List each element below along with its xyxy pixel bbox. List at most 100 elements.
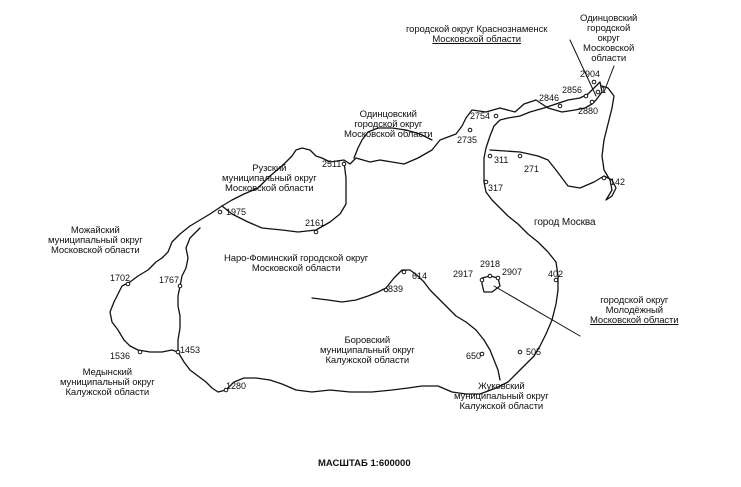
- region-label-ruza: Рузский муниципальный округ Московской о…: [222, 164, 317, 194]
- point-label-1: 1: [601, 85, 607, 95]
- point-label-142: 142: [610, 177, 626, 187]
- point-label-2754: 2754: [470, 111, 491, 121]
- region-line: муниципальный округ: [222, 173, 317, 184]
- point-label-2907: 2907: [502, 267, 523, 277]
- leader-molodezhny: [493, 285, 581, 337]
- point-label-2918: 2918: [480, 259, 501, 269]
- point-label-317: 317: [488, 183, 504, 193]
- boundary-point-1280: [223, 387, 229, 393]
- point-label-1536: 1536: [110, 351, 131, 361]
- boundary-point-2754: [493, 113, 499, 119]
- region-label-molodezhny: городской округ Молодёжный Московской об…: [590, 296, 679, 326]
- region-line: муниципальный округ: [60, 377, 155, 388]
- region-label-zhukov: Жуковский муниципальный округ Калужской …: [454, 382, 549, 412]
- region-label-moscow: город Москва: [534, 217, 596, 228]
- boundary-point-614: [401, 269, 407, 275]
- point-label-650: 650: [466, 351, 482, 361]
- point-label-1702: 1702: [110, 273, 131, 283]
- region-line: округ: [597, 33, 620, 44]
- region-line: городской округ: [354, 119, 423, 130]
- leader-odintsovo-ne: [603, 65, 615, 93]
- region-line: город Москва: [534, 217, 596, 228]
- boundary-point-2917: [479, 277, 485, 283]
- region-line: Молодёжный: [605, 305, 663, 316]
- point-label-402: 402: [548, 269, 564, 279]
- boundary-mozhaysk: [179, 227, 201, 287]
- region-line: Рузский: [252, 163, 287, 174]
- region-line: Московской области: [225, 183, 314, 194]
- outer-boundary: [109, 81, 603, 395]
- point-label-505: 505: [526, 347, 542, 357]
- boundary-point-2735: [467, 127, 473, 133]
- boundary-point-142: [601, 175, 607, 181]
- boundary-point-650: [479, 351, 485, 357]
- boundary-point-1: [595, 89, 601, 95]
- boundary-point-2907: [495, 275, 501, 281]
- region-line: Московской: [583, 43, 635, 54]
- boundary-point-2846: [557, 103, 563, 109]
- point-label-2856: 2856: [562, 85, 583, 95]
- point-label-2735: 2735: [457, 135, 478, 145]
- point-label-2161: 2161: [305, 218, 326, 228]
- region-line: муниципальный округ: [48, 235, 143, 246]
- boundary-point-1767: [177, 283, 183, 289]
- boundary-medyn: [177, 285, 181, 353]
- region-label-krasnoznamensk: городской округ Краснознаменск Московско…: [406, 25, 547, 45]
- region-line: Московской области: [251, 263, 341, 274]
- region-line: области: [591, 53, 627, 64]
- boundary-point-311: [487, 153, 493, 159]
- boundary-point-2856: [583, 93, 589, 99]
- point-label-2511: 2511: [322, 159, 342, 169]
- map-scale: МАСШТАБ 1:600000: [318, 458, 411, 469]
- boundary-point-317: [483, 179, 489, 185]
- region-line: Московской области: [51, 245, 140, 256]
- point-label-271: 271: [524, 164, 540, 174]
- region-line: Московской области: [344, 129, 433, 140]
- region-line: Боровский: [344, 335, 391, 346]
- region-line: Одинцовский: [580, 13, 638, 24]
- region-label-odintsovo-ne: Одинцовский городской округ Московской о…: [580, 14, 637, 64]
- boundary-point-1453: [175, 349, 181, 355]
- boundary-point-839: [383, 287, 389, 293]
- region-line: Калужской области: [325, 355, 410, 366]
- boundary-odintsovo: [353, 127, 433, 159]
- point-label-614: 614: [412, 271, 428, 281]
- region-label-medyn: Медынский муниципальный округ Калужской …: [60, 368, 155, 398]
- boundary-point-2161: [313, 229, 319, 235]
- boundary-point-271: [517, 153, 523, 159]
- region-line: Московской области: [590, 315, 679, 326]
- point-label-2904: 2904: [580, 69, 601, 79]
- point-label-1767: 1767: [159, 275, 180, 285]
- region-line: городской: [587, 23, 631, 34]
- boundary-naro-borovsk: [311, 269, 425, 303]
- region-line: муниципальный округ: [320, 345, 415, 356]
- boundary-point-2918: [487, 273, 493, 279]
- boundary-point-402: [553, 277, 559, 283]
- region-line: Калужской области: [65, 387, 150, 398]
- boundary-borovsk-zhukov: [423, 281, 501, 381]
- point-label-2917: 2917: [453, 269, 474, 279]
- point-label-1975: 1975: [226, 207, 247, 217]
- boundary-point-1536: [137, 349, 143, 355]
- region-label-odintsovo-c: Одинцовский городской округ Московской о…: [344, 110, 433, 140]
- region-line: муниципальный округ: [454, 391, 549, 402]
- region-label-borovsk: Боровский муниципальный округ Калужской …: [320, 336, 415, 366]
- point-label-839: 839: [388, 284, 404, 294]
- region-line: городской округ Краснознаменск: [406, 24, 548, 35]
- point-label-2880: 2880: [578, 106, 599, 116]
- region-line: Можайский: [70, 225, 120, 236]
- leader-krasnoznamensk: [569, 39, 597, 97]
- region-line: Одинцовский: [359, 109, 417, 120]
- boundary-point-2880: [589, 99, 595, 105]
- region-line: Московской области: [432, 34, 521, 45]
- boundary-point-2904: [591, 79, 597, 85]
- moscow-border: [489, 85, 617, 201]
- point-label-2846: 2846: [539, 93, 560, 103]
- boundary-point-2511: [341, 161, 347, 167]
- region-line: Медынский: [82, 367, 132, 378]
- point-label-1453: 1453: [180, 345, 201, 355]
- point-label-311: 311: [494, 155, 509, 165]
- boundary-point-1975: [217, 209, 223, 215]
